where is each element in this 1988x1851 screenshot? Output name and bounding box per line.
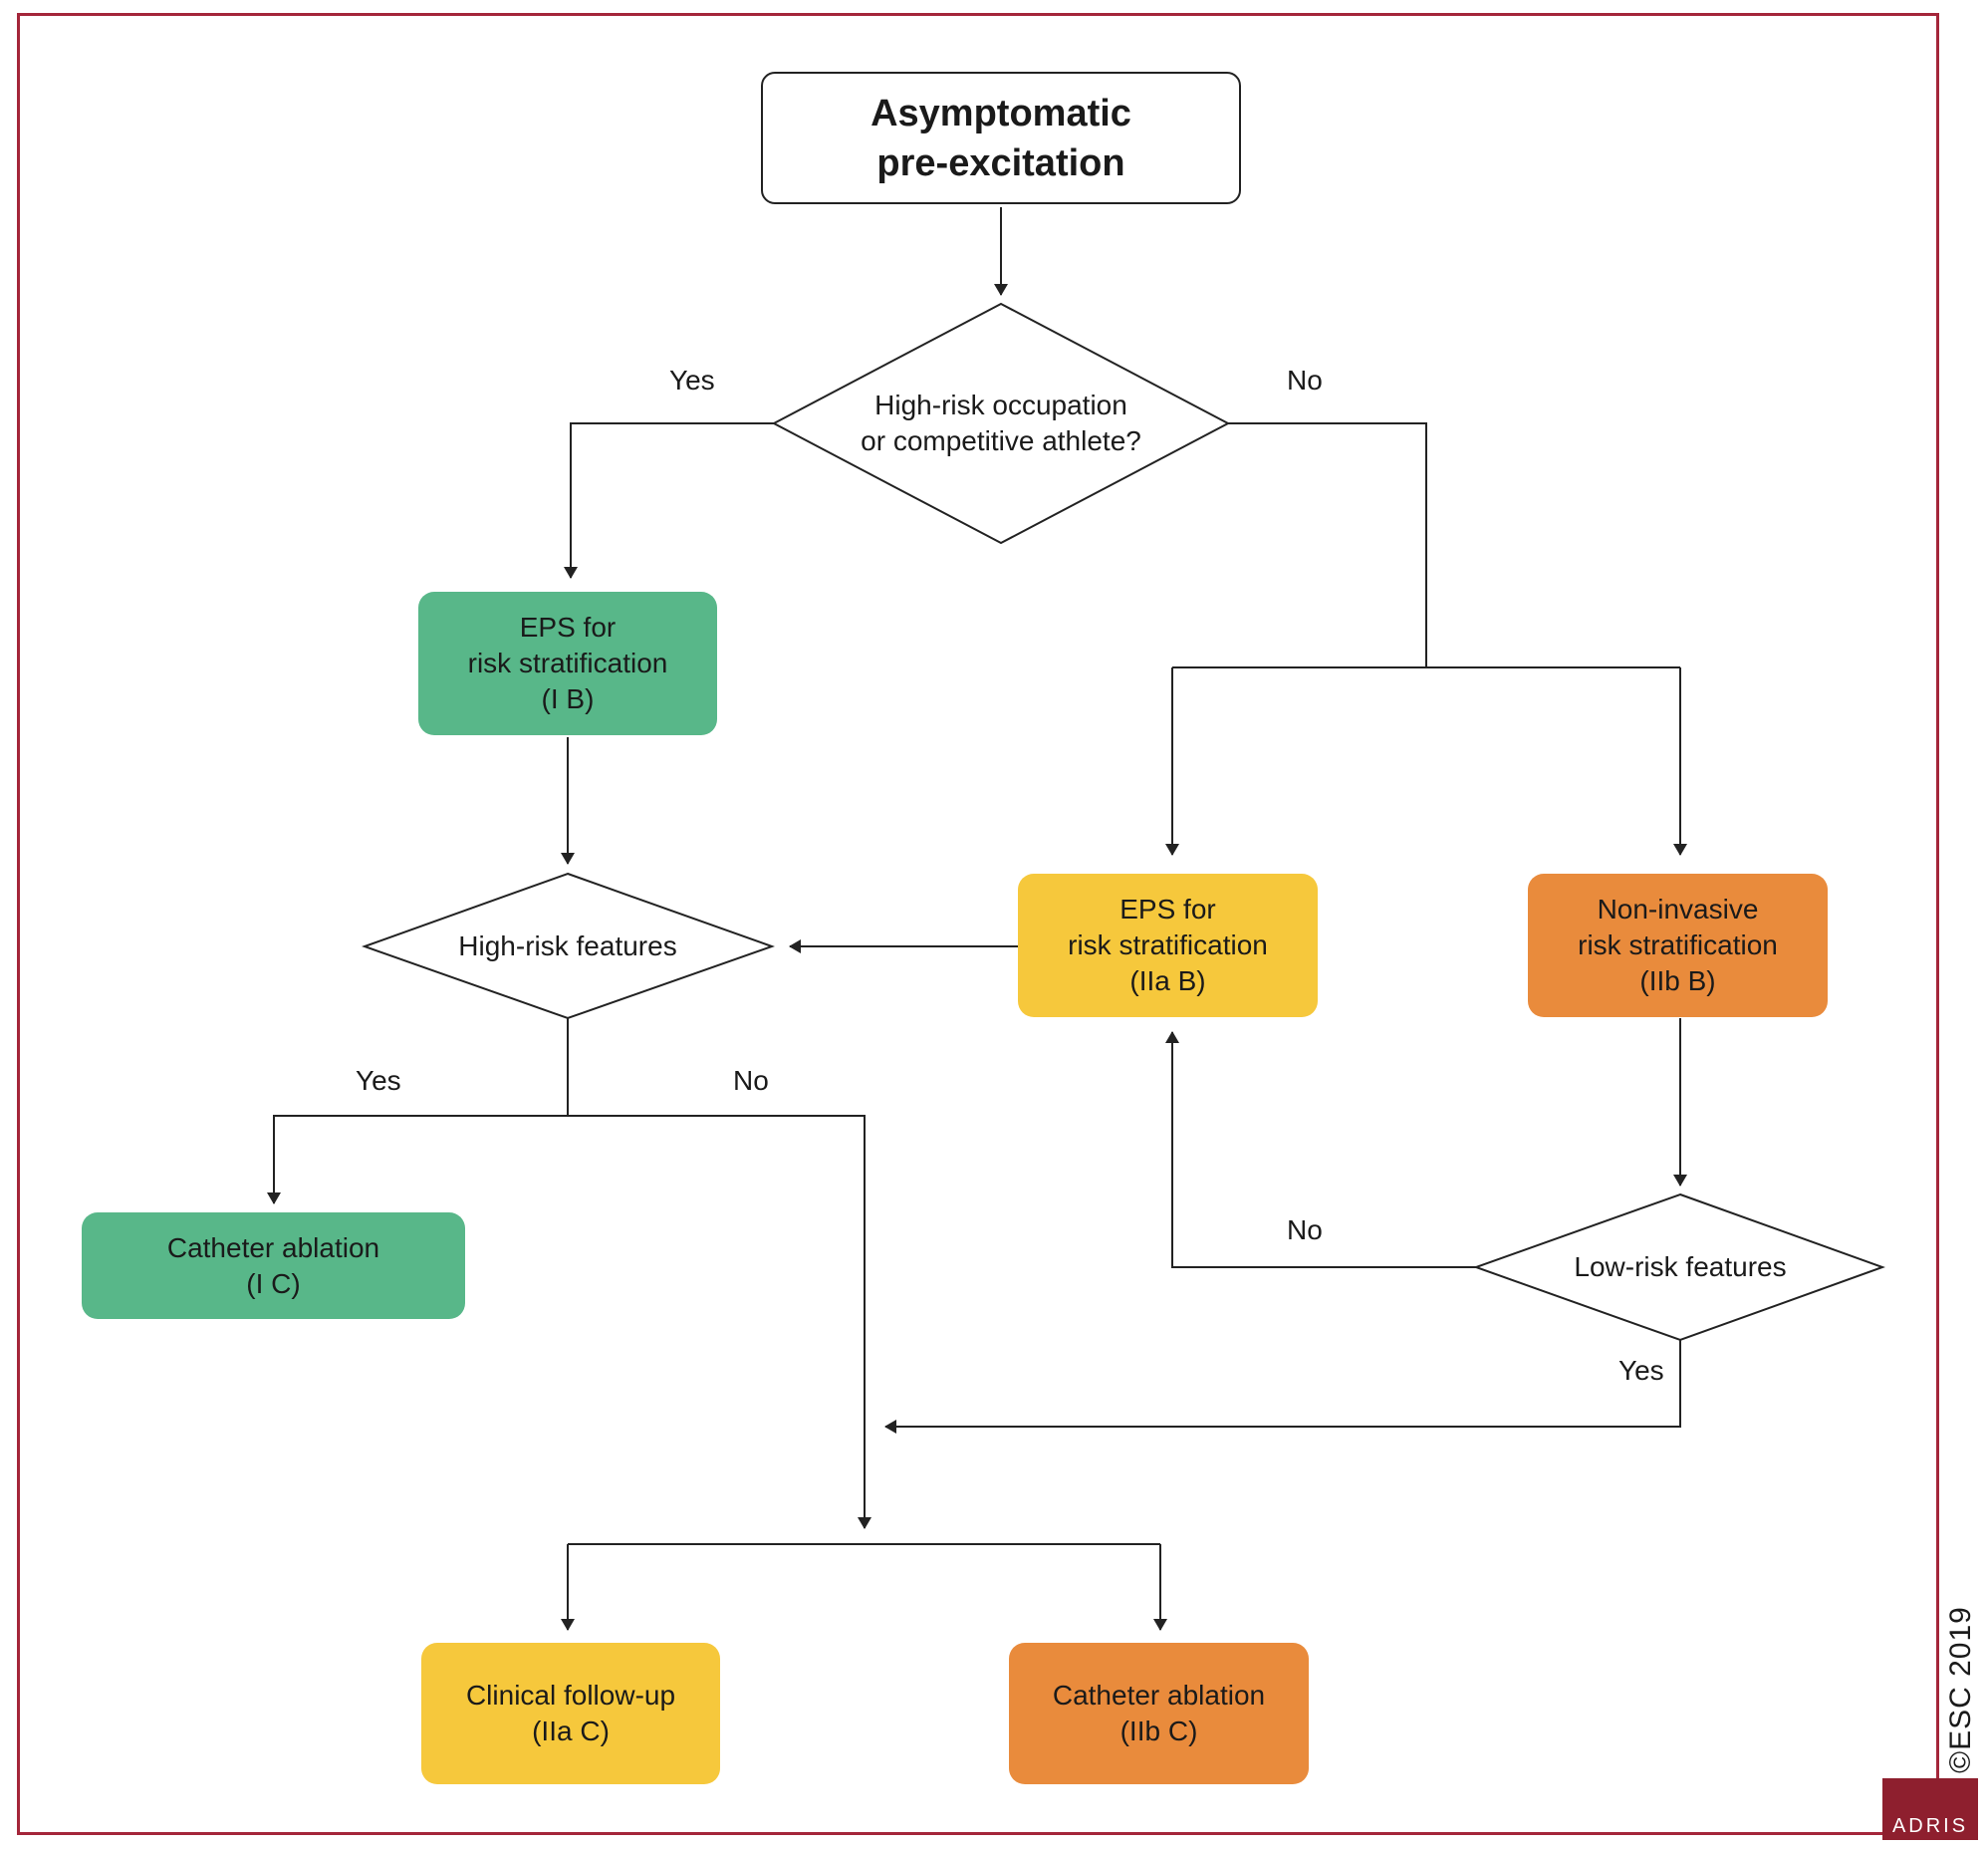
eps-1b-node: EPS for risk stratification (I B) — [418, 592, 717, 735]
label-highrisk-yes: Yes — [356, 1065, 401, 1096]
eps-2ab-line1: EPS for — [1119, 894, 1216, 925]
label-occupation-yes: Yes — [669, 365, 715, 396]
ablation-1c-line1: Catheter ablation — [166, 1231, 380, 1263]
decision-occupation-line2: or competitive athlete? — [861, 425, 1141, 456]
eps-2ab-node: EPS for risk stratification (IIa B) — [1018, 874, 1318, 1017]
label-highrisk-no: No — [733, 1065, 769, 1096]
ablation-2bc-line1: Catheter ablation — [1052, 1680, 1266, 1711]
edge-lowrisk-yes — [884, 1340, 1681, 1434]
noninvasive-line1: Non-invasive — [1597, 894, 1759, 925]
noninvasive-node: Non-invasive risk stratification (IIb B) — [1528, 874, 1828, 1017]
edge-occupation-no — [1228, 422, 1427, 667]
ablation-2bc-line2: (IIb C) — [1119, 1716, 1198, 1746]
edge-occupation-yes — [564, 422, 774, 579]
followup-node: Clinical follow-up (IIa C) — [421, 1643, 720, 1784]
ablation-1c-line2: (I C) — [246, 1267, 301, 1299]
copyright-text: ©ESC 2019 — [1944, 1606, 1977, 1773]
eps-2ab-line2: risk stratification — [1068, 929, 1268, 960]
followup-line1: Clinical follow-up — [465, 1680, 676, 1711]
esc-logo: ADRIS — [1882, 1778, 1978, 1840]
noninvasive-line2: risk stratification — [1578, 929, 1778, 960]
decision-low-risk-text: Low-risk features — [1574, 1251, 1787, 1282]
start-line1: Asymptomatic — [870, 92, 1131, 134]
decision-high-risk-label: High-risk features — [418, 926, 717, 966]
ablation-2bc-node: Catheter ablation (IIb C) — [1009, 1643, 1309, 1784]
edge-lowrisk-no — [1165, 1031, 1476, 1268]
decision-occupation-line1: High-risk occupation — [874, 390, 1127, 420]
decision-occupation-label: High-risk occupation or competitive athl… — [827, 384, 1175, 463]
label-lowrisk-yes: Yes — [1618, 1355, 1664, 1386]
edge-highrisk-yes — [267, 1115, 568, 1204]
eps-1b-line2: risk stratification — [467, 648, 668, 678]
eps-1b-line1: EPS for — [519, 612, 617, 643]
start-line2: pre-excitation — [876, 141, 1125, 184]
decision-occupation-diamond — [771, 302, 1231, 545]
decision-high-risk-text: High-risk features — [458, 930, 677, 961]
ablation-1c-node: Catheter ablation (I C) — [82, 1212, 465, 1319]
decision-low-risk-label: Low-risk features — [1531, 1247, 1830, 1287]
eps-1b-line3: (I B) — [541, 683, 595, 714]
logo-text: ADRIS — [1891, 1815, 1969, 1837]
followup-line2: (IIa C) — [532, 1716, 610, 1746]
edge-highrisk-no — [568, 1115, 871, 1529]
label-occupation-no: No — [1287, 365, 1323, 396]
noninvasive-line3: (IIb B) — [1639, 965, 1716, 996]
label-lowrisk-no: No — [1287, 1214, 1323, 1245]
figure-frame — [17, 13, 1939, 1835]
start-node: Asymptomatic pre-excitation — [761, 72, 1241, 204]
eps-2ab-line3: (IIa B) — [1129, 965, 1206, 996]
